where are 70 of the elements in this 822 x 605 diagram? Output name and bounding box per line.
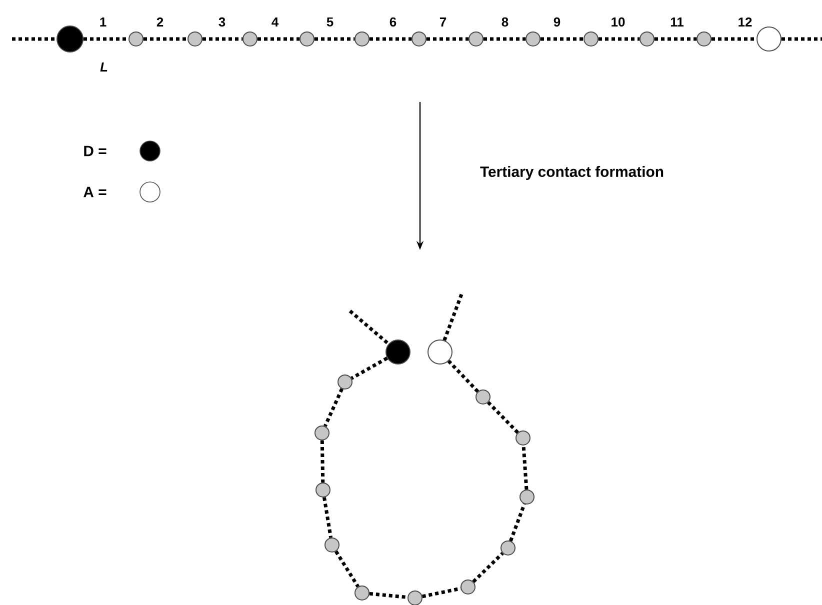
dotted-bond bbox=[654, 37, 696, 41]
dotted-bond bbox=[370, 37, 412, 41]
bead bbox=[476, 389, 490, 404]
bead bbox=[386, 339, 410, 364]
bead bbox=[428, 339, 452, 364]
legend-text: D = bbox=[84, 146, 106, 156]
process-label: Tertiary contact formation bbox=[480, 166, 664, 180]
bead bbox=[316, 482, 330, 498]
bead bbox=[314, 425, 330, 440]
dotted-bond bbox=[350, 356, 388, 380]
dotted-bond bbox=[472, 552, 504, 583]
dotted-bond bbox=[84, 37, 128, 41]
bead bbox=[526, 32, 540, 46]
dotted-bond bbox=[202, 37, 242, 41]
dotted-bond bbox=[522, 445, 528, 490]
bond-number: 1 bbox=[100, 18, 106, 26]
bead bbox=[338, 374, 352, 390]
bead bbox=[188, 32, 202, 46]
bond-number: 5 bbox=[326, 17, 334, 26]
bond-number: 3 bbox=[218, 17, 226, 27]
length-label: L bbox=[100, 62, 108, 72]
bead bbox=[460, 579, 476, 594]
dotted-bond bbox=[540, 37, 584, 41]
dotted-bond bbox=[426, 37, 468, 41]
dotted-bond bbox=[598, 37, 640, 41]
bead bbox=[468, 32, 484, 46]
bead bbox=[408, 590, 422, 605]
bead bbox=[756, 26, 782, 52]
dotted-bond bbox=[422, 586, 462, 598]
dotted-bond bbox=[508, 503, 526, 542]
dotted-bond bbox=[348, 310, 390, 346]
bond-number: 12 bbox=[738, 17, 752, 26]
dotted-bond bbox=[447, 360, 480, 393]
bead bbox=[584, 32, 598, 46]
bead bbox=[412, 32, 426, 46]
bead bbox=[640, 32, 654, 46]
dotted-bond bbox=[258, 37, 300, 41]
dotted-bond bbox=[442, 292, 464, 341]
dotted-bond bbox=[484, 37, 526, 41]
dotted-bond bbox=[369, 592, 408, 600]
bond-number: 9 bbox=[554, 17, 560, 27]
dotted-bond bbox=[324, 388, 344, 427]
dotted-bond bbox=[144, 37, 188, 41]
bead bbox=[300, 32, 314, 46]
bond-number: 7 bbox=[440, 18, 446, 26]
bond-number: 11 bbox=[670, 18, 684, 26]
dotted-bond bbox=[712, 37, 756, 41]
bead bbox=[500, 540, 516, 556]
bead bbox=[516, 430, 530, 446]
dotted-bond bbox=[314, 37, 354, 41]
dotted-bond bbox=[320, 440, 325, 483]
legend-text: A = bbox=[84, 186, 106, 198]
bond-number: 10 bbox=[612, 17, 625, 27]
dotted-bond bbox=[486, 401, 520, 434]
bead bbox=[520, 489, 534, 504]
bead bbox=[324, 537, 340, 552]
bead bbox=[56, 26, 84, 52]
bead bbox=[354, 585, 370, 600]
bead bbox=[242, 32, 258, 46]
dotted-bond bbox=[782, 37, 822, 41]
dotted-bond bbox=[334, 550, 360, 588]
bead bbox=[354, 32, 370, 46]
bond-number: 6 bbox=[390, 17, 396, 27]
dotted-bond bbox=[12, 37, 56, 41]
bond-number: 4 bbox=[272, 18, 279, 26]
dotted-bond bbox=[322, 497, 333, 538]
bead bbox=[128, 32, 144, 46]
bond-number: 2 bbox=[156, 17, 164, 26]
bond-number: 8 bbox=[502, 17, 508, 27]
bead bbox=[696, 32, 712, 46]
